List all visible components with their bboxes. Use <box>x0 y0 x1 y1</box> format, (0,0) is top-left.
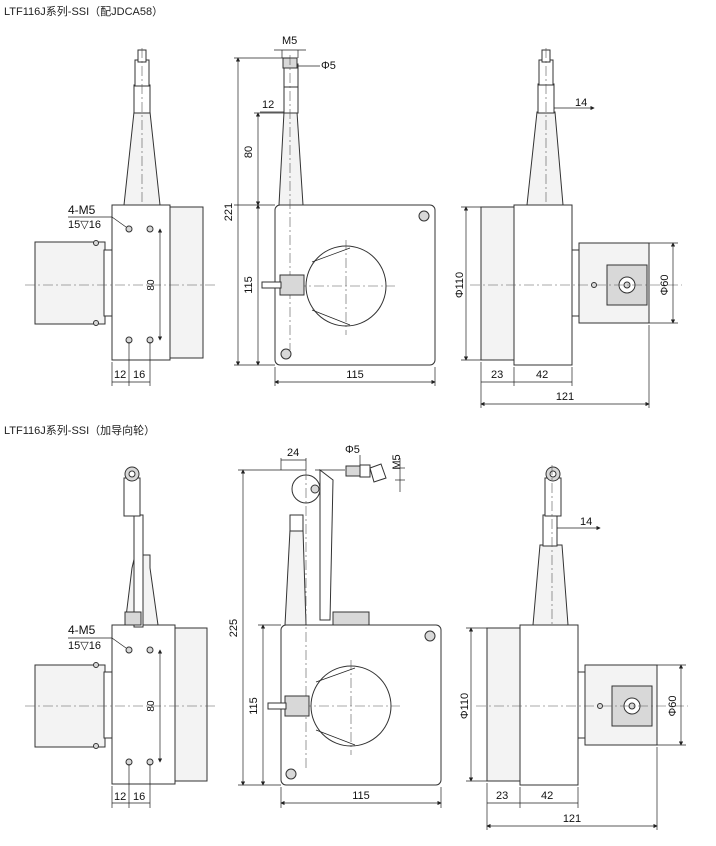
s2-left-dim-a: 12 <box>114 791 126 803</box>
s2-right-view: 14 Φ110 Φ60 23 42 121 <box>459 465 688 830</box>
s1-right-view: 14 Φ110 Φ60 23 42 121 <box>454 48 682 408</box>
s2-right-dim-a: 23 <box>496 790 508 802</box>
s1-front-dim-width: 115 <box>346 369 364 381</box>
s2-right-dim-enc: Φ60 <box>667 695 679 716</box>
s1-front-dim-total: 221 <box>223 203 235 221</box>
s2-left-thread-label: 4-M5 <box>68 623 96 637</box>
s1-left-dim-height: 80 <box>146 279 157 291</box>
s1-right-dim-shaft: 14 <box>575 97 587 109</box>
s1-front-dim-lower: 115 <box>243 276 255 294</box>
s2-right-dim-shaft: 14 <box>580 516 592 528</box>
s1-front-thread-label: M5 <box>282 35 297 47</box>
s2-right-dim-b: 42 <box>541 790 553 802</box>
s2-front-dim-width: 115 <box>352 790 370 802</box>
s2-front-view: 24 Φ5 M5 225 115 115 <box>228 444 442 808</box>
s1-left-thread-label: 4-M5 <box>68 203 96 217</box>
s2-left-depth-label: 15▽16 <box>68 640 101 652</box>
s1-front-view: 221 80 115 12 115 M5 Φ5 <box>223 35 436 386</box>
s2-front-dim-lower: 115 <box>248 697 260 715</box>
s2-front-dim-total: 225 <box>228 619 240 637</box>
s1-left-dim-b: 16 <box>133 369 145 381</box>
s1-left-depth-label: 15▽16 <box>68 219 101 231</box>
s1-right-dim-enc: Φ60 <box>659 274 671 295</box>
s2-front-thread-label: M5 <box>391 454 403 469</box>
s1-front-dim-upper: 80 <box>243 146 255 158</box>
s2-front-dim-arm: 24 <box>287 447 299 459</box>
section-2-title: LTF116J系列-SSI（加导向轮） <box>4 425 156 437</box>
s1-left-view: 80 4-M5 15▽16 12 16 <box>25 48 215 386</box>
s1-right-dim-body: Φ110 <box>454 272 466 298</box>
s2-right-dim-total: 121 <box>563 813 581 825</box>
s2-left-view: 80 4-M5 15▽16 12 16 <box>25 466 215 808</box>
s2-left-dim-height: 80 <box>146 700 157 712</box>
s1-front-dim-off: 12 <box>262 99 274 111</box>
s2-right-dim-body: Φ110 <box>459 693 471 719</box>
s2-front-dia-label: Φ5 <box>345 444 360 456</box>
s1-front-dia-label: Φ5 <box>321 60 336 72</box>
s1-right-dim-a: 23 <box>491 369 503 381</box>
s1-right-dim-total: 121 <box>556 391 574 403</box>
s1-left-dim-a: 12 <box>114 369 126 381</box>
s1-right-dim-b: 42 <box>536 369 548 381</box>
section-1-title: LTF116J系列-SSI（配JDCA58） <box>4 6 164 18</box>
s2-left-dim-b: 16 <box>133 791 145 803</box>
